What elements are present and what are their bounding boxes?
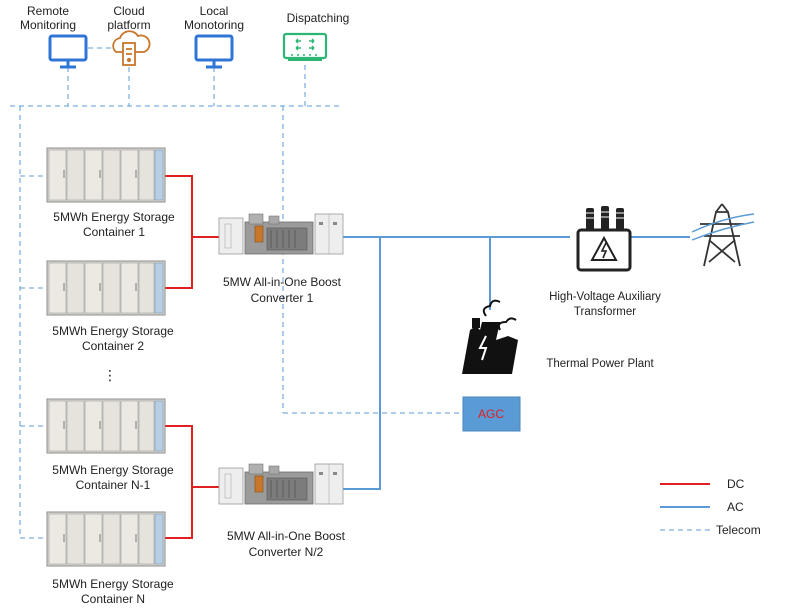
transformer-node: High-Voltage Auxiliary Transformer <box>549 206 661 318</box>
monitor-icon <box>194 34 234 69</box>
transformer-icon <box>576 206 632 272</box>
legend-telecom-label: Telecom <box>716 523 761 537</box>
container-label-2: Container N-1 <box>76 478 151 492</box>
dispatching-node: Dispatching <box>282 11 350 61</box>
dispatching-label: Dispatching <box>287 11 350 25</box>
converter-label-2: Converter 1 <box>251 291 314 305</box>
container-label-2: Container 2 <box>82 339 144 353</box>
container-label-2: Container 1 <box>83 225 145 239</box>
cloud-server-icon <box>112 30 151 66</box>
monitor-icon <box>48 34 88 69</box>
converter-label-1: 5MW All-in-One Boost <box>223 275 342 289</box>
remote-monitoring-label-2: Monitoring <box>20 18 76 32</box>
converter-label-2: Converter N/2 <box>249 545 324 559</box>
factory-icon <box>462 299 518 374</box>
agc-box <box>462 396 521 432</box>
legend: DC AC Telecom <box>660 477 761 537</box>
local-monitoring-label-2: Monotoring <box>184 18 244 32</box>
storage-container-1: 5MWh Energy Storage Container 1 <box>46 147 175 239</box>
container-label-1: 5MWh Energy Storage <box>52 324 174 338</box>
agc-label: AGC <box>478 407 504 421</box>
ac-lines <box>343 236 690 490</box>
storage-container-icon <box>46 147 166 203</box>
storage-container-icon <box>46 260 166 316</box>
storage-container-n: 5MWh Energy Storage Container N <box>46 511 174 606</box>
local-monitoring-label-1: Local <box>200 4 229 18</box>
boost-converter-1: 5MW All-in-One Boost Converter 1 <box>218 213 344 305</box>
container-label-2: Container N <box>81 592 145 606</box>
storage-container-n-1: 5MWh Energy Storage Container N-1 <box>46 398 174 492</box>
ellipsis: ⋮ <box>103 367 117 383</box>
storage-container-2: 5MWh Energy Storage Container 2 <box>46 260 174 353</box>
legend-ac-label: AC <box>727 500 744 514</box>
telecom-lines <box>10 47 463 539</box>
storage-container-icon <box>46 511 166 567</box>
thermal-power-plant-node: Thermal Power Plant <box>462 299 654 374</box>
container-label-1: 5MWh Energy Storage <box>52 463 174 477</box>
boost-converter-icon <box>218 213 344 255</box>
remote-monitoring-label-1: Remote <box>27 4 69 18</box>
boost-converter-icon <box>218 463 344 505</box>
container-label-1: 5MWh Energy Storage <box>53 210 175 224</box>
transmission-tower-icon <box>691 203 755 267</box>
dc-lines <box>165 175 220 539</box>
legend-dc-label: DC <box>727 477 745 491</box>
cloud-platform-label-1: Cloud <box>113 4 144 18</box>
cloud-platform-node: Cloud platform <box>107 4 151 66</box>
power-plant-label: Thermal Power Plant <box>546 358 654 370</box>
cloud-platform-label-2: platform <box>107 18 150 32</box>
network-switch-icon <box>282 32 328 61</box>
storage-container-icon <box>46 398 166 454</box>
container-label-1: 5MWh Energy Storage <box>52 577 174 591</box>
local-monitoring-node: Local Monotoring <box>184 4 244 69</box>
boost-converter-n2: 5MW All-in-One Boost Converter N/2 <box>218 463 346 559</box>
converter-label-1: 5MW All-in-One Boost <box>227 529 346 543</box>
transformer-label-1: High-Voltage Auxiliary <box>549 291 661 303</box>
agc-node: AGC <box>462 396 521 432</box>
transformer-label-2: Transformer <box>574 306 636 318</box>
remote-monitoring-node: Remote Monitoring <box>20 4 88 69</box>
